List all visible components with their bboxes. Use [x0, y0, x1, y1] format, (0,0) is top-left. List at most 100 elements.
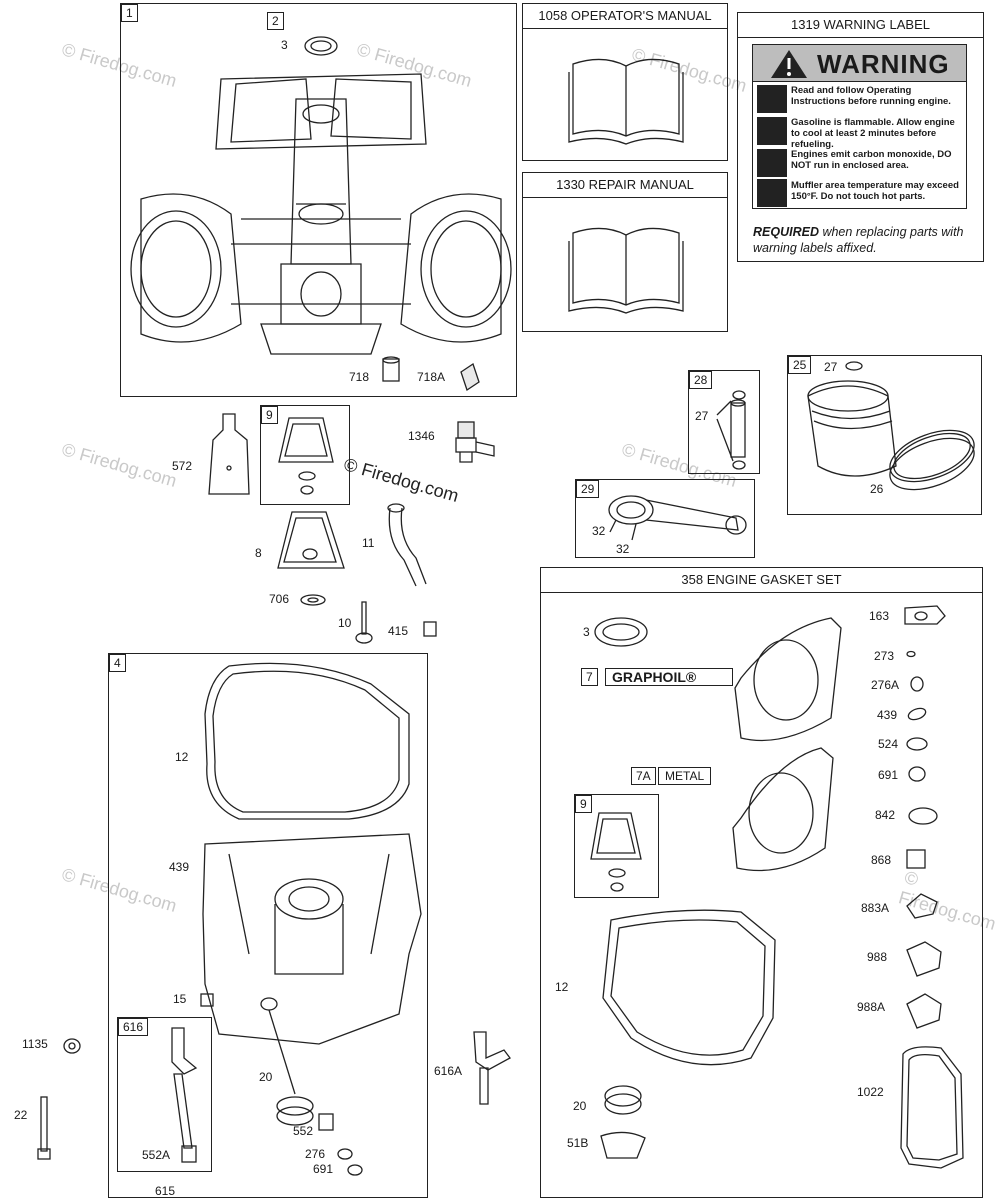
fire-icon — [757, 117, 787, 145]
repair-manual-title: 1330 REPAIR MANUAL — [556, 177, 694, 192]
part-label-439: 439 — [169, 860, 190, 874]
operators-manual-box: 1058 OPERATOR'S MANUAL — [522, 3, 728, 161]
part-label-20: 20 — [259, 1070, 273, 1084]
item-tag-2: 2 — [267, 12, 284, 30]
part-label-988: 988 — [867, 950, 888, 964]
operators-manual-title: 1058 OPERATOR'S MANUAL — [538, 8, 712, 23]
valve-gasket-drawing — [590, 812, 642, 892]
part-label-439: 439 — [877, 708, 898, 722]
part-label-988a: 988A — [857, 1000, 886, 1014]
part-label-3: 3 — [583, 625, 590, 639]
part-label-691: 691 — [313, 1162, 334, 1176]
governor-shaft-drawing — [473, 1031, 511, 1105]
part-label-32: 32 — [616, 542, 630, 556]
washer-drawing — [300, 594, 326, 606]
part-label-27: 27 — [824, 360, 838, 374]
item-tag-4: 4 — [109, 654, 126, 672]
part-label-51b: 51B — [567, 1136, 589, 1150]
part-label-718: 718 — [349, 370, 370, 384]
warning-heading: WARNING — [817, 49, 950, 79]
breather-tube-drawing — [387, 503, 427, 587]
repair-manual-box: 1330 REPAIR MANUAL — [522, 172, 728, 332]
washer-drawing — [63, 1038, 81, 1054]
piston-box: 25 27 26 — [787, 355, 982, 515]
item-tag-7a: 7A — [631, 767, 656, 785]
item-tag-28: 28 — [689, 371, 713, 389]
part-label-1135: 1135 — [22, 1037, 48, 1051]
warning-label-box: 1319 WARNING LABEL — [737, 12, 984, 262]
governor-shaft-drawing — [171, 1027, 198, 1163]
metal-label: METAL — [658, 767, 712, 785]
center-watermark: © Firedog.com — [341, 454, 461, 506]
part-label-276: 276 — [305, 1147, 326, 1161]
governor-box: 616 552A — [117, 1017, 212, 1172]
part-label-616a: 616A — [434, 1064, 463, 1078]
valve-gasket-box: 9 — [574, 794, 659, 898]
part-label-15: 15 — [173, 992, 187, 1006]
item-tag-616: 616 — [118, 1018, 149, 1036]
crankcase-drawing — [200, 662, 422, 1176]
bolt-drawing — [355, 601, 373, 644]
warning-text-1: Read and follow Operating Instructions b… — [791, 85, 951, 107]
warning-text-3: Engines emit carbon monoxide, DO NOT run… — [791, 149, 952, 171]
plug-drawing — [423, 621, 437, 637]
item-tag-1: 1 — [121, 4, 138, 22]
book-icon — [568, 58, 684, 145]
part-label-10: 10 — [338, 616, 352, 630]
valve-gasket-box: 9 — [260, 405, 350, 505]
part-label-163: 163 — [869, 609, 890, 623]
part-label-868: 868 — [871, 853, 892, 867]
part-label-20: 20 — [573, 1099, 587, 1113]
warning-triangle-icon — [771, 50, 807, 78]
item-tag-7: 7 — [581, 668, 598, 686]
part-label-276a: 276A — [871, 678, 900, 692]
part-label-552: 552 — [293, 1124, 314, 1138]
warning-text-4: Muffler area temperature may exceed 150°… — [791, 180, 959, 202]
warning-label-title: 1319 WARNING LABEL — [791, 17, 930, 32]
warning-decal: WARNING Read and follow Operating Instru… — [752, 44, 967, 209]
part-label-572: 572 — [172, 459, 193, 473]
part-label-706: 706 — [269, 592, 290, 606]
fumes-icon — [757, 149, 787, 177]
connecting-rod-drawing — [608, 495, 747, 541]
part-label-883a: 883A — [861, 901, 890, 915]
manual-icon — [757, 85, 787, 113]
part-label-1022: 1022 — [857, 1085, 884, 1099]
breather-body-drawing — [277, 511, 345, 569]
fitting-drawing — [455, 421, 495, 463]
item-tag-29: 29 — [576, 480, 600, 498]
small-parts-drawing — [900, 605, 964, 1169]
cylinder-block-drawing — [130, 36, 512, 392]
breather-cover-drawing — [208, 413, 250, 495]
piston-pin-drawing — [716, 390, 746, 470]
part-label-691: 691 — [878, 768, 899, 782]
hot-surface-icon — [757, 179, 787, 207]
part-label-615: 615 — [155, 1184, 176, 1198]
item-tag-25: 25 — [788, 356, 812, 374]
cylinder-box: 1 2 3 718 718A — [120, 3, 517, 397]
part-label-3: 3 — [281, 38, 288, 52]
part-label-552a: 552A — [142, 1148, 171, 1162]
required-note: REQUIRED when replacing parts with warni… — [753, 225, 964, 255]
piston-pin-box: 28 27 — [688, 370, 760, 474]
part-label-26: 26 — [870, 482, 884, 496]
book-icon — [568, 227, 684, 314]
part-label-12: 12 — [175, 750, 189, 764]
valve-gasket-drawing — [278, 417, 334, 495]
part-label-273: 273 — [874, 649, 895, 663]
part-label-718a: 718A — [417, 370, 446, 384]
piston-drawing — [807, 361, 975, 491]
watermark: © Firedog.com — [59, 439, 179, 491]
connecting-rod-box: 29 32 32 — [575, 479, 755, 558]
part-label-415: 415 — [388, 624, 409, 638]
part-label-524: 524 — [878, 737, 899, 751]
part-label-8: 8 — [255, 546, 262, 560]
part-label-22: 22 — [14, 1108, 28, 1122]
part-label-11: 11 — [362, 536, 375, 550]
gasket-set-box: 358 ENGINE GASKET SET 3 12 20 51B 7 GRAP… — [540, 567, 983, 1198]
part-label-32: 32 — [592, 524, 606, 538]
item-tag-9: 9 — [575, 795, 592, 813]
crankcase-box: 4 12 439 15 20 552 276 691 616 552A 615 — [108, 653, 428, 1198]
part-label-1346: 1346 — [408, 429, 435, 443]
gasket-set-title: 358 ENGINE GASKET SET — [681, 572, 842, 587]
